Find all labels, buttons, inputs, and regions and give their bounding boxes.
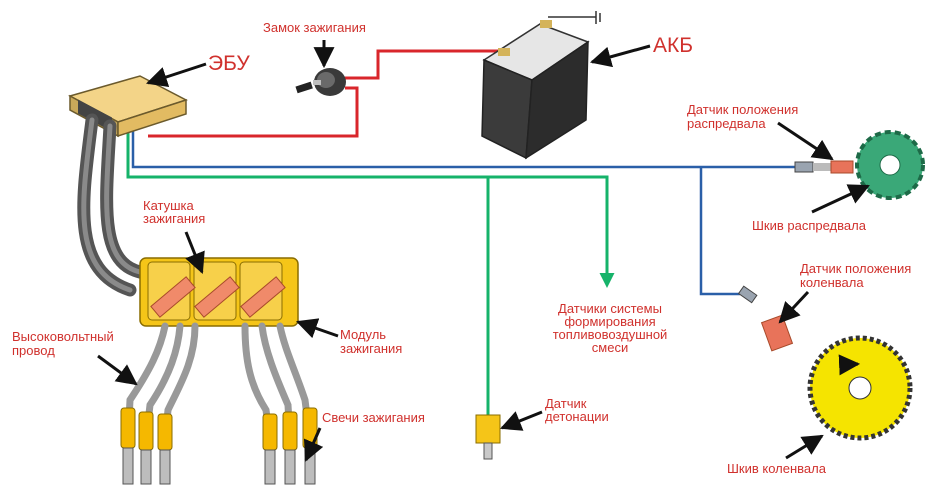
- label-crank-pulley: Шкив коленвала: [727, 461, 827, 476]
- arrow-ignition-module: [296, 318, 339, 339]
- arrow-crank-pulley: [785, 434, 824, 460]
- ecu-harness: [77, 113, 147, 297]
- label-ignition-module-2: зажигания: [340, 341, 402, 356]
- arrow-knock-sensor: [500, 410, 543, 431]
- power-wire-ecu-lock: [148, 86, 359, 138]
- label-cam-sensor-2: распредвала: [687, 116, 766, 131]
- arrow-spark-plugs: [303, 427, 324, 462]
- knock-sensor: [475, 414, 501, 460]
- signal-wire-blue-crank: [699, 167, 740, 296]
- label-ht-wire-1: Высоковольтный: [12, 329, 114, 344]
- label-spark-plugs: Свечи зажигания: [322, 410, 425, 425]
- label-mixture-3: топливовоздушной: [553, 327, 668, 342]
- label-cam-sensor-1: Датчик положения: [687, 102, 798, 117]
- label-crank-sensor-1: Датчик положения: [800, 261, 911, 276]
- signal-wire-blue: [131, 128, 795, 169]
- crank-sensor: [737, 285, 794, 352]
- label-mixture-2: формирования: [564, 314, 655, 329]
- label-ht-wire-2: провод: [12, 343, 55, 358]
- crank-pulley: [807, 335, 913, 441]
- wiring: [126, 11, 795, 415]
- ht-wires: [124, 322, 314, 444]
- power-wire-lock-battery: [345, 49, 511, 80]
- label-cam-pulley: Шкив распредвала: [752, 218, 867, 233]
- label-ignition-module-1: Модуль: [340, 327, 386, 342]
- ignition-lock: [295, 68, 346, 96]
- label-coil-2: зажигания: [143, 211, 205, 226]
- arrow-ht-wire: [97, 354, 138, 386]
- label-battery: АКБ: [653, 34, 693, 57]
- label-knock-sensor-2: детонации: [545, 409, 609, 424]
- arrow-crank-sensor: [778, 290, 810, 324]
- arrow-battery: [589, 44, 651, 68]
- battery: [481, 20, 590, 160]
- ignition-module: [139, 257, 299, 327]
- ground-symbol: [548, 11, 601, 24]
- label-ignition-lock: Замок зажигания: [263, 20, 366, 35]
- arrow-cam-sensor: [777, 121, 834, 161]
- signal-wire-green: [126, 128, 615, 288]
- arrow-coil: [184, 231, 205, 274]
- arrow-ecu: [146, 62, 207, 88]
- label-knock-sensor-1: Датчик: [545, 396, 587, 411]
- cam-gear: [855, 130, 925, 200]
- label-mixture-1: Датчики системы: [558, 301, 662, 316]
- label-ecu: ЭБУ: [208, 52, 250, 75]
- pointer-arrows: [97, 40, 870, 462]
- arrow-cam-pulley: [811, 184, 870, 214]
- label-mixture-4: смеси: [592, 340, 628, 355]
- spark-plugs: [122, 447, 316, 485]
- label-crank-sensor-2: коленвала: [800, 275, 864, 290]
- spark-plug-boots: [120, 407, 318, 451]
- cam-sensor: [794, 160, 854, 174]
- label-coil-1: Катушка: [143, 198, 195, 213]
